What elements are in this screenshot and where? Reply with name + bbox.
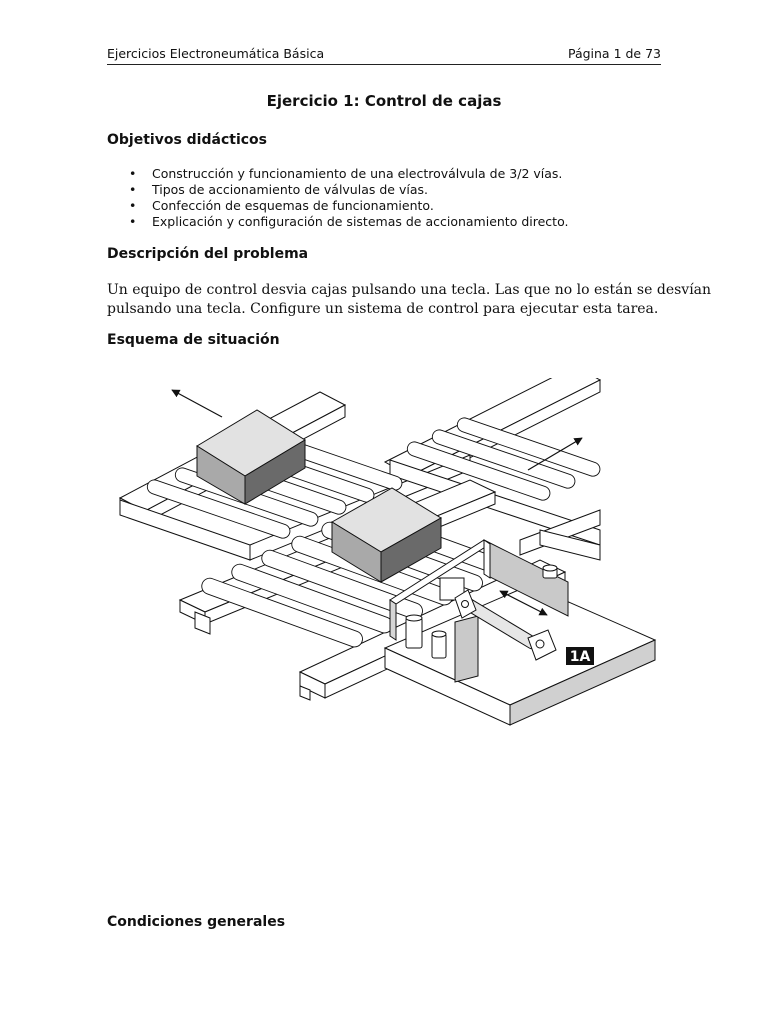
conditions-heading: Condiciones generales — [107, 914, 286, 930]
problem-line: pulsando una tecla. Configure un sistema… — [107, 301, 659, 317]
page-header: Ejercicios Electroneumática Básica Págin… — [107, 44, 661, 65]
arrow-exit-right-icon — [527, 437, 583, 471]
cylinder-label-badge — [566, 647, 594, 665]
cylinder-platform — [383, 584, 657, 726]
list-item: Explicación y configuración de sistemas … — [107, 214, 667, 230]
document-title-header: Ejercicios Electroneumática Básica — [107, 46, 325, 61]
problem-line: Un equipo de control desvia cajas pulsan… — [107, 282, 712, 298]
cylinder-label: 1A — [570, 649, 591, 665]
list-item: Construcción y funcionamiento de una ele… — [107, 166, 667, 182]
box-middle — [331, 487, 442, 583]
sensor-posts — [405, 564, 558, 659]
objectives-list: Construcción y funcionamiento de una ele… — [107, 166, 667, 230]
box-top — [196, 409, 306, 505]
problem-heading: Descripción del problema — [107, 246, 309, 262]
conveyor-diagram: 1A — [118, 378, 657, 726]
scheme-heading: Esquema de situación — [107, 332, 280, 348]
pneumatic-cylinder — [439, 577, 557, 661]
objectives-heading: Objetivos didácticos — [107, 132, 267, 148]
arrow-piston-motion-icon — [499, 590, 548, 616]
list-item: Confección de esquemas de funcionamiento… — [107, 198, 667, 214]
exercise-title: Ejercicio 1: Control de cajas — [266, 92, 502, 110]
arrow-exit-left-icon — [171, 389, 223, 418]
list-item: Tipos de accionamiento de válvulas de ví… — [107, 182, 667, 198]
page-number: Página 1 de 73 — [567, 46, 661, 61]
problem-description: Un equipo de control desvia cajas pulsan… — [107, 281, 712, 319]
